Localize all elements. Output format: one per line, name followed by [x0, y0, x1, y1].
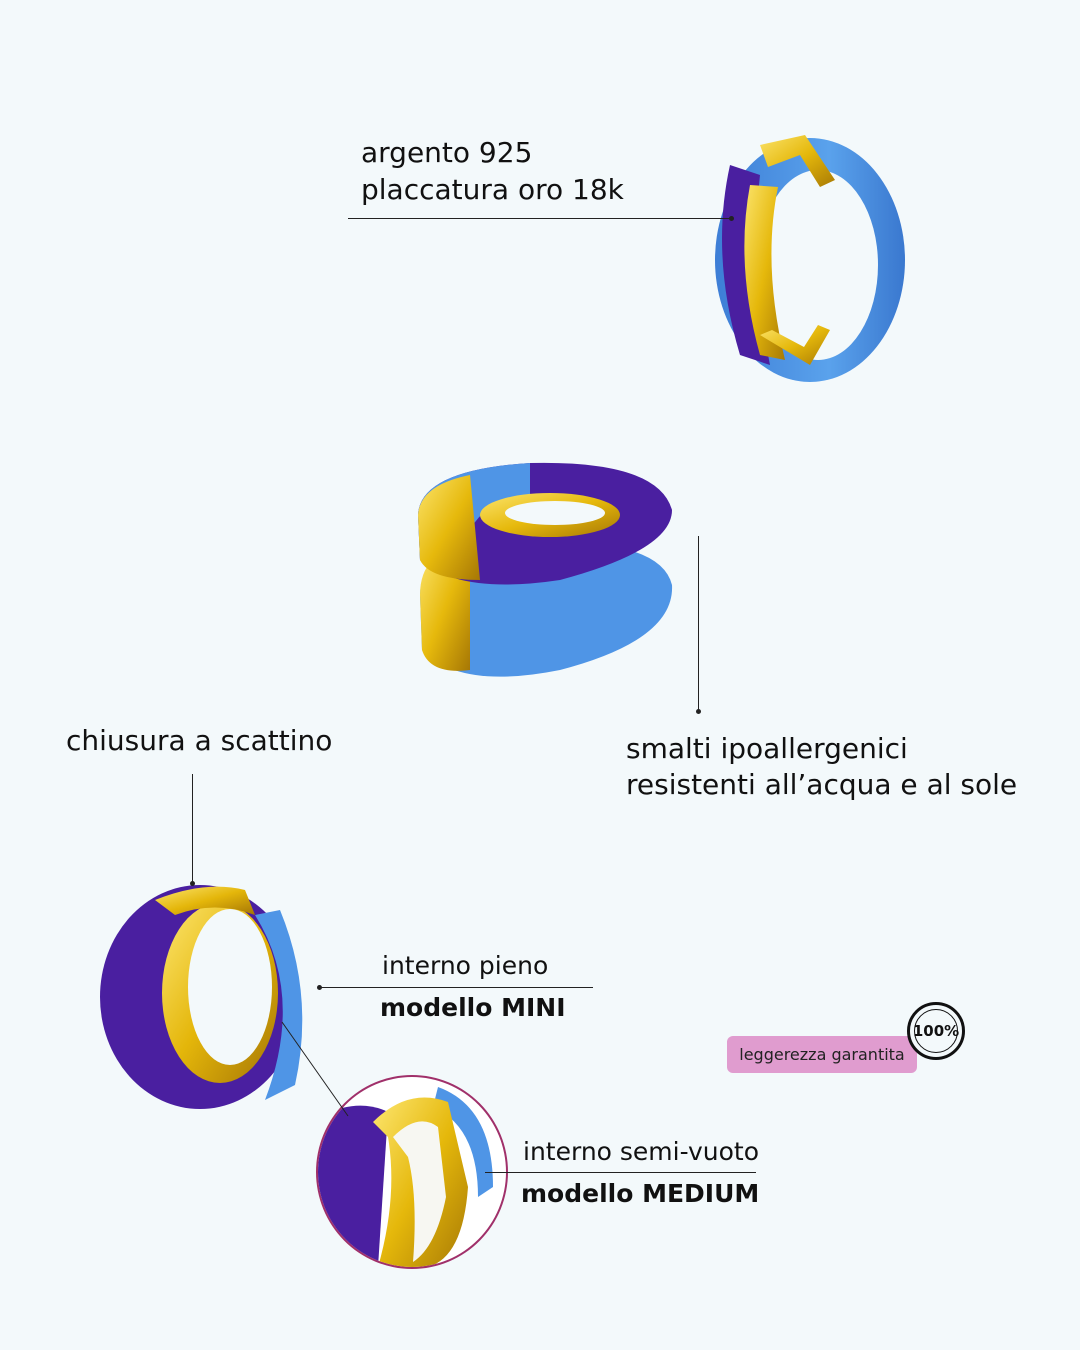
- lightness-badge-label: leggerezza garantita: [727, 1036, 917, 1073]
- percent-seal-icon: 100%: [907, 1002, 965, 1060]
- medium-callout-line2: modello MEDIUM: [521, 1179, 760, 1208]
- material-callout-leader: [348, 218, 730, 219]
- earring-mini-image: [100, 885, 303, 1109]
- material-callout-line2: placcatura oro 18k: [361, 173, 624, 206]
- mini-callout-leader: [320, 987, 593, 988]
- earring-stack-image: [418, 462, 673, 677]
- material-callout-line1: argento 925: [361, 136, 533, 169]
- earring-top-image: [715, 135, 905, 382]
- enamel-callout-dot: [696, 709, 701, 714]
- enamel-callout-leader: [698, 536, 699, 712]
- lightness-badge: leggerezza garantita 100%: [727, 1000, 977, 1080]
- enamel-callout-line2: resistenti all’acqua e al sole: [626, 768, 1018, 801]
- clasp-callout-dot: [190, 881, 195, 886]
- mini-callout-line1: interno pieno: [382, 951, 549, 980]
- medium-callout-line1: interno semi-vuoto: [523, 1137, 759, 1166]
- zoom-connector-line: [281, 1021, 349, 1117]
- zoom-detail-image: [318, 1087, 493, 1267]
- zoom-detail-circle: [316, 1075, 508, 1269]
- mini-callout-dot: [317, 985, 322, 990]
- enamel-callout-line1: smalti ipoallergenici: [626, 732, 908, 765]
- medium-callout-leader: [485, 1172, 756, 1173]
- lightness-badge-percent: 100%: [912, 1022, 960, 1040]
- clasp-callout-label: chiusura a scattino: [66, 724, 333, 757]
- clasp-callout-leader: [192, 774, 193, 884]
- mini-callout-line2: modello MINI: [380, 993, 566, 1022]
- material-callout-dot: [729, 216, 734, 221]
